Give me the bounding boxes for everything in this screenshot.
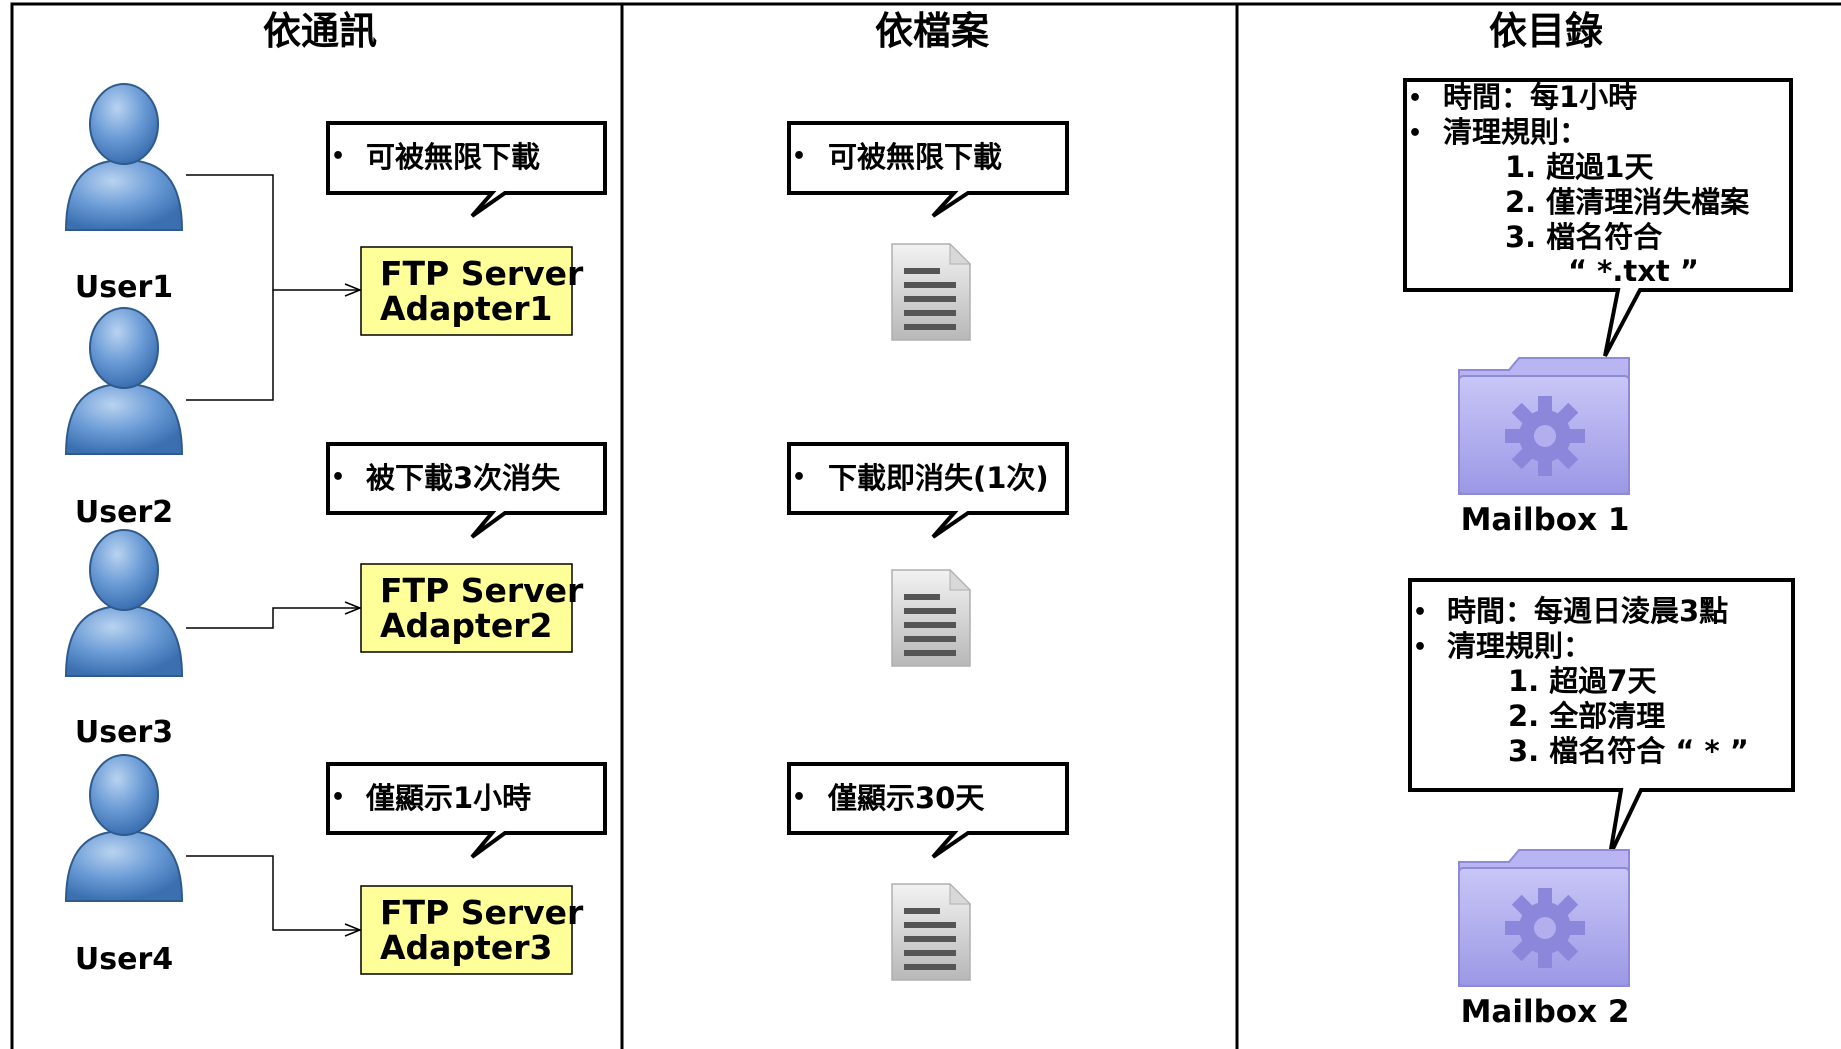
bullet-icon: • [792, 144, 807, 169]
rule-item: 3. 檔名符合 “ * ” [1508, 734, 1749, 768]
rule-item: 3. 檔名符合 [1505, 220, 1663, 254]
rule-callout [1408, 578, 1795, 856]
adapter-line: Adapter1 [380, 289, 553, 328]
adapter-box [360, 885, 573, 975]
note-text: 可被無限下載 [366, 140, 541, 174]
document-icon [891, 883, 971, 981]
adapter-label: FTP Server Adapter2 [380, 573, 583, 643]
connector-line [186, 855, 360, 930]
note-callout [326, 442, 607, 539]
bullet-icon: • [1413, 600, 1428, 625]
adapter-line: Adapter2 [380, 606, 553, 645]
adapter-box [360, 246, 573, 336]
rule-item: 2. 僅清理消失檔案 [1505, 185, 1750, 219]
user-label: User1 [74, 270, 174, 305]
user-label: User4 [74, 942, 174, 977]
folder-gear-icon [1458, 849, 1630, 987]
user-icon [65, 529, 183, 677]
note-callout [787, 442, 1069, 539]
rule-time: 時間：每1小時 [1443, 80, 1638, 114]
adapter-line: FTP Server [380, 254, 584, 293]
note-callout [326, 121, 607, 218]
note-text: 下載即消失(1次) [828, 461, 1049, 495]
user-icon [65, 83, 183, 231]
rule-pattern: “ *.txt ” [1568, 254, 1699, 288]
bullet-icon: • [1408, 121, 1423, 146]
adapter-line: Adapter3 [380, 928, 553, 967]
column-title: 依通訊 [262, 9, 377, 53]
bullet-icon: • [792, 785, 807, 810]
bullet-icon: • [792, 465, 807, 490]
rule-heading: 清理規則： [1443, 115, 1589, 149]
adapter-line: FTP Server [380, 893, 584, 932]
frame-border [10, 2, 1841, 1049]
note-text: 被下載3次消失 [366, 461, 561, 495]
mailbox-label: Mailbox 2 [1460, 994, 1630, 1030]
document-icon [891, 569, 971, 667]
adapter-label: FTP Server Adapter3 [380, 895, 583, 965]
bullet-icon: • [331, 144, 346, 169]
user-icon [65, 754, 183, 902]
rule-item: 1. 超過7天 [1508, 664, 1657, 698]
note-text: 僅顯示30天 [828, 781, 985, 815]
bullet-icon: • [1413, 635, 1428, 660]
connector-line [186, 174, 360, 290]
rule-heading: 清理規則： [1447, 629, 1593, 663]
rule-item: 2. 全部清理 [1508, 699, 1666, 733]
note-text: 僅顯示1小時 [366, 781, 532, 815]
bullet-icon: • [331, 465, 346, 490]
adapter-box [360, 563, 573, 653]
note-callout [326, 762, 607, 859]
user-label: User2 [74, 495, 174, 530]
adapter-label: FTP Server Adapter1 [380, 256, 583, 326]
column-title: 依檔案 [874, 9, 989, 53]
rule-time: 時間：每週日淩晨3點 [1447, 594, 1729, 628]
connector-line [186, 290, 274, 401]
mailbox-label: Mailbox 1 [1460, 502, 1630, 538]
adapter-line: FTP Server [380, 571, 584, 610]
bullet-icon: • [331, 785, 346, 810]
note-callout [787, 762, 1069, 859]
connector-line [186, 608, 360, 629]
document-icon [891, 243, 971, 341]
column-title: 依目錄 [1488, 9, 1603, 53]
rule-callout [1403, 78, 1793, 357]
note-callout [787, 121, 1069, 218]
rule-item: 1. 超過1天 [1505, 150, 1654, 184]
bullet-icon: • [1408, 86, 1423, 111]
folder-gear-icon [1458, 357, 1630, 495]
user-label: User3 [74, 715, 174, 750]
note-text: 可被無限下載 [828, 140, 1003, 174]
user-icon [65, 307, 183, 455]
